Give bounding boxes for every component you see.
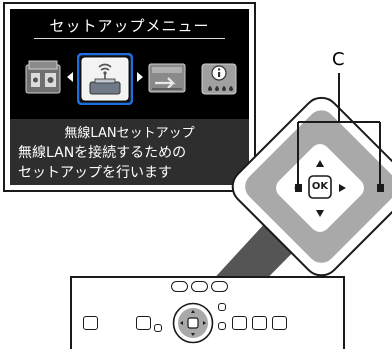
panel-top-button-3[interactable] [211, 281, 228, 292]
callout-left-tick [295, 184, 302, 192]
panel-dpad[interactable] [172, 302, 214, 344]
wireless-lan-printer-icon[interactable] [76, 52, 134, 106]
callout-bracket [297, 73, 381, 188]
panel-button-3[interactable] [232, 316, 247, 330]
panel-small-button-bottom[interactable] [218, 322, 226, 330]
ok-button[interactable] [308, 175, 332, 199]
screen-title: セットアップメニュー [49, 17, 210, 35]
panel-small-button[interactable] [154, 324, 162, 332]
panel-button-5[interactable] [272, 316, 287, 330]
ink-info-icon[interactable] [200, 59, 238, 97]
panel-button-2[interactable] [136, 316, 151, 330]
down-arrow-icon[interactable] [316, 210, 324, 217]
callout-right-tick [377, 184, 384, 192]
up-arrow-icon[interactable] [316, 160, 324, 167]
ok-button-label: OK [311, 181, 329, 192]
title-divider [34, 38, 225, 39]
info-bar: 無線LANセットアップ 無線LANを接続するための セットアップを行います [10, 119, 249, 185]
scroll-left-icon[interactable] [67, 72, 73, 82]
lcd-display: セットアップメニュー [10, 9, 249, 185]
right-arrow-icon[interactable] [339, 184, 346, 192]
panel-top-button-1[interactable] [171, 281, 188, 292]
description-line-2: セットアップを行います [18, 165, 172, 181]
panel-small-button-top[interactable] [218, 303, 226, 311]
panel-left-button[interactable] [83, 316, 98, 330]
lcd-screen: セットアップメニュー [3, 2, 256, 192]
scroll-right-icon[interactable] [137, 72, 143, 82]
description-line-1: 無線LANを接続するための [18, 145, 187, 161]
device-settings-icon[interactable] [23, 59, 63, 97]
transfer-icon[interactable] [147, 59, 187, 97]
operation-panel [70, 276, 345, 349]
panel-top-button-2[interactable] [191, 281, 208, 292]
panel-button-4[interactable] [252, 316, 267, 330]
selected-item-name: 無線LANセットアップ [64, 126, 195, 141]
callout-label: C [332, 49, 345, 70]
